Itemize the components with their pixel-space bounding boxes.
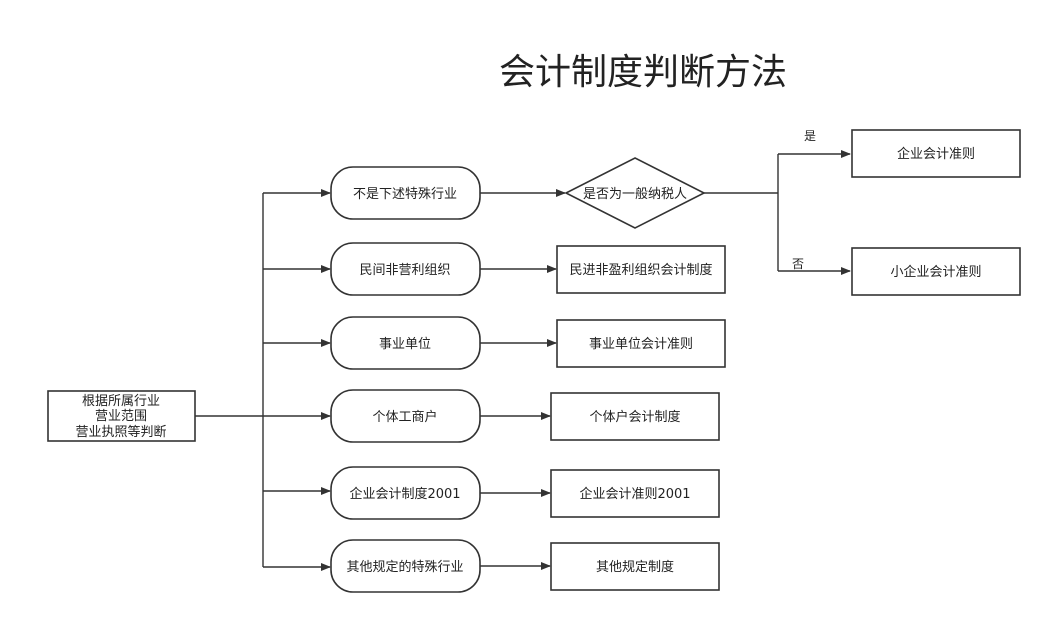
connectors <box>195 150 851 571</box>
outcome-label: 民进非盈利组织会计制度 <box>569 262 712 278</box>
outcome-public-institution-standard: 事业单位会计准则 <box>556 319 726 368</box>
category-label: 其他规定的特殊行业 <box>346 559 463 575</box>
source-box: 根据所属行业 营业范围 营业执照等判断 <box>47 390 196 442</box>
page-title: 会计制度判断方法 <box>499 52 787 93</box>
category-pill-individual-business: 个体工商户 <box>330 389 481 443</box>
yes-label: 是 <box>804 129 816 143</box>
category-label: 企业会计制度2001 <box>349 486 460 502</box>
source-line-3: 营业执照等判断 <box>75 424 166 440</box>
outcome-non-profit-system: 民进非盈利组织会计制度 <box>556 245 726 294</box>
decision-diamond: 是否为一般纳税人 <box>564 157 706 229</box>
source-line-2: 营业范围 <box>95 409 147 424</box>
category-pill-non-special: 不是下述特殊行业 <box>330 166 481 220</box>
outcome-label: 事业单位会计准则 <box>589 337 693 352</box>
category-label: 不是下述特殊行业 <box>353 187 457 202</box>
source-line-1: 根据所属行业 <box>82 394 160 409</box>
category-pill-other-special: 其他规定的特殊行业 <box>330 539 481 593</box>
category-label: 民间非营利组织 <box>359 263 450 278</box>
outcome-label: 其他规定制度 <box>596 559 674 575</box>
category-pill-enterprise-2001: 企业会计制度2001 <box>330 466 481 520</box>
outcome-enterprise-standard-2001: 企业会计准则2001 <box>550 469 720 518</box>
outcome-other-system: 其他规定制度 <box>550 542 720 591</box>
result-label: 企业会计准则 <box>897 146 975 162</box>
result-enterprise-standard: 企业会计准则 <box>851 129 1021 178</box>
outcome-individual-system: 个体户会计制度 <box>550 392 720 441</box>
result-small-enterprise-standard: 小企业会计准则 <box>851 247 1021 296</box>
no-label: 否 <box>792 257 804 271</box>
result-label: 小企业会计准则 <box>890 264 981 280</box>
decision-label: 是否为一般纳税人 <box>583 186 687 202</box>
category-label: 事业单位 <box>379 337 431 352</box>
category-label: 个体工商户 <box>372 409 437 425</box>
outcome-label: 个体户会计制度 <box>589 409 680 425</box>
outcome-label: 企业会计准则2001 <box>579 486 690 502</box>
category-pill-public-institution: 事业单位 <box>330 316 481 370</box>
category-pill-non-profit: 民间非营利组织 <box>330 242 481 296</box>
